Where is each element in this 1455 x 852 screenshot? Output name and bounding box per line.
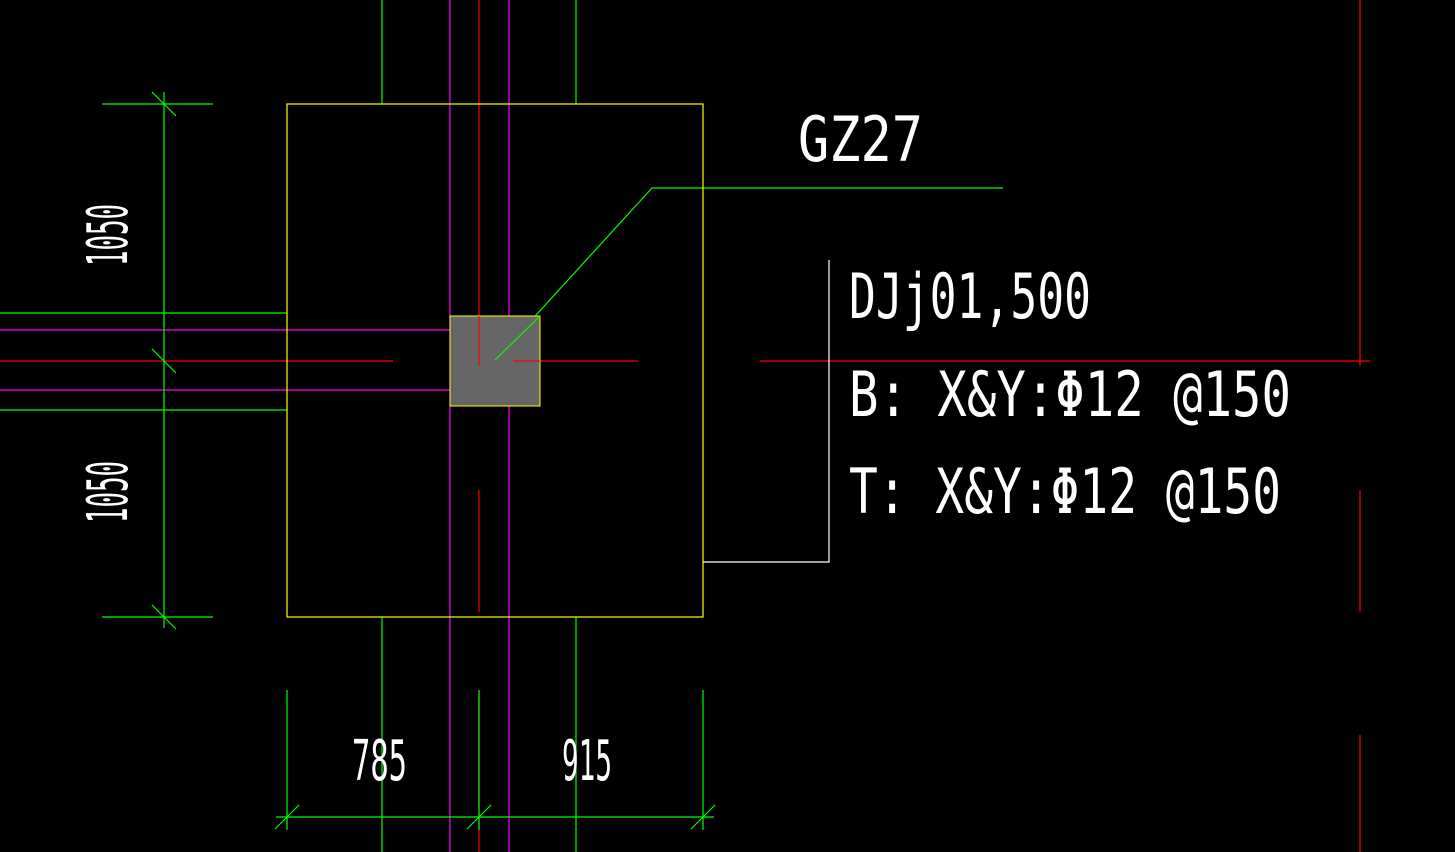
- footing-id: DJj01,500: [849, 260, 1091, 333]
- dimension-label-upper: 1050: [76, 204, 141, 266]
- leader-line: [494, 315, 541, 361]
- dimension-tick: [151, 348, 177, 374]
- leader-line: [494, 187, 1003, 361]
- annotation-leader: [703, 260, 830, 563]
- bottom-reinforcement: B: X&Y:Φ12 @150: [849, 358, 1291, 431]
- column-tag: GZ27: [798, 103, 923, 176]
- dimension-tick: [151, 604, 177, 630]
- dimension-tick: [274, 804, 300, 830]
- top-reinforcement: T: X&Y:Φ12 @150: [849, 455, 1281, 528]
- dimension-label-left: 785: [352, 729, 407, 794]
- dimension-tick: [690, 804, 716, 830]
- wall-lines: [0, 0, 510, 852]
- dimension-label-right: 915: [562, 729, 612, 794]
- dimension-label-lower: 1050: [76, 461, 141, 523]
- green-lines: [0, 0, 1003, 852]
- footing-outline: [286, 103, 704, 618]
- dimension-tick: [466, 804, 492, 830]
- dimension-tick: [151, 91, 177, 117]
